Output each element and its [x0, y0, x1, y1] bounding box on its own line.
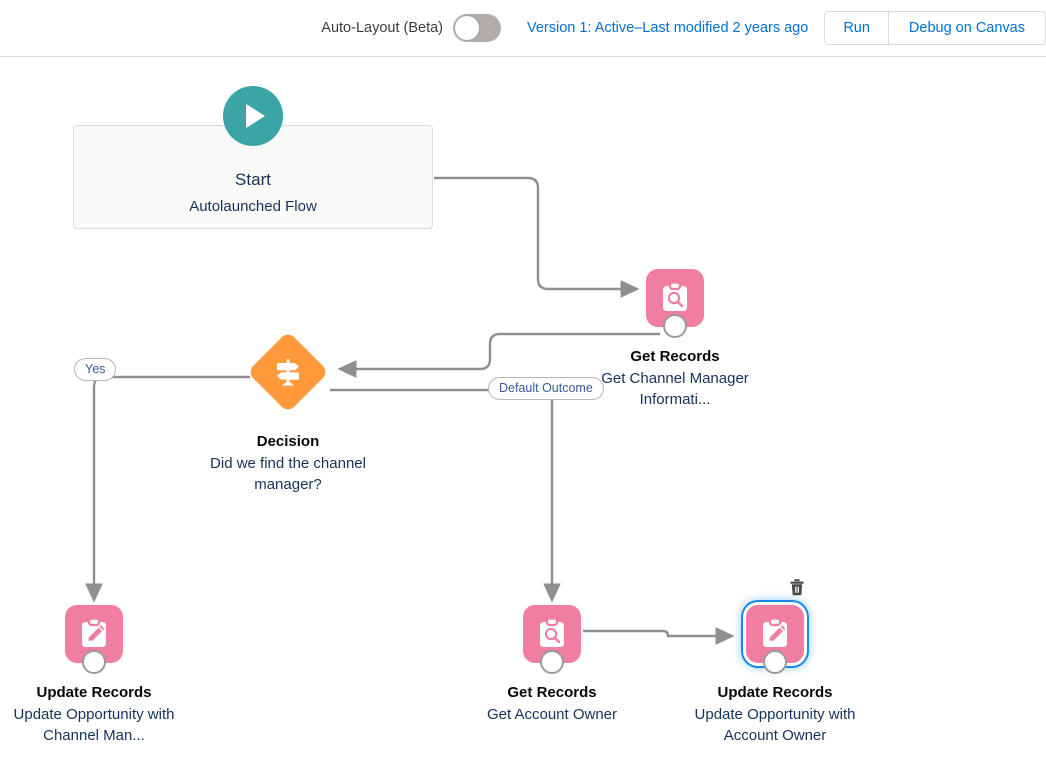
node-icon-wrap — [246, 330, 330, 414]
debug-on-canvas-button[interactable]: Debug on Canvas — [887, 11, 1046, 45]
connector-get-account-owner-to-update-account-owner[interactable] — [583, 627, 735, 645]
node-title: Decision — [256, 433, 320, 450]
autolayout-label: Auto-Layout (Beta) — [321, 20, 443, 36]
start-node-title: Start — [235, 170, 271, 189]
node-title: Update Records — [717, 684, 833, 701]
node-icon-wrap — [523, 605, 581, 674]
clipboard-search-glyph — [663, 281, 687, 311]
node-icon-wrap — [646, 269, 704, 338]
connector-get-channel-manager-to-decision[interactable] — [337, 332, 660, 378]
node-icon-wrap — [65, 605, 123, 674]
version-status-link[interactable]: Version 1: Active–Last modified 2 years … — [527, 20, 809, 36]
clipboard-pencil-glyph — [82, 617, 106, 647]
connector-start-to-get-channel-manager[interactable] — [434, 176, 640, 298]
node-title: Get Records — [630, 348, 720, 365]
trash-icon[interactable] — [788, 577, 806, 597]
connector-label-yes[interactable]: Yes — [74, 358, 117, 381]
play-icon — [223, 86, 283, 146]
connector-dot[interactable] — [663, 314, 687, 338]
flow-canvas[interactable]: Yes Default Outcome Start Autolaunched F… — [0, 57, 1046, 768]
node-subtitle: Update Opportunity with Channel Man... — [13, 706, 175, 744]
clipboard-search-glyph — [540, 617, 564, 647]
flow-toolbar: Auto-Layout (Beta) Version 1: Active–Las… — [0, 0, 1046, 57]
node-title: Update Records — [36, 684, 152, 701]
toggle-knob — [455, 16, 479, 40]
node-title: Get Records — [507, 684, 597, 701]
node-icon-wrap — [746, 579, 804, 674]
connector-label-default-outcome[interactable]: Default Outcome — [488, 377, 604, 400]
clipboard-pencil-glyph — [763, 617, 787, 647]
connector-dot[interactable] — [540, 650, 564, 674]
play-triangle — [246, 104, 265, 128]
connector-dot[interactable] — [763, 650, 787, 674]
autolayout-toggle[interactable] — [453, 14, 501, 42]
node-subtitle: Did we find the channel manager? — [210, 455, 366, 493]
connector-dot[interactable] — [82, 650, 106, 674]
node-decision-channel-manager[interactable]: Decision Did we find the channel manager… — [188, 330, 388, 495]
start-node[interactable]: Start Autolaunched Flow — [73, 86, 433, 229]
node-update-records-channel-manager[interactable]: Update Records Update Opportunity with C… — [0, 605, 194, 746]
node-update-records-account-owner[interactable]: Update Records Update Opportunity with A… — [675, 579, 875, 746]
node-get-records-channel-manager[interactable]: Get Records Get Channel Manager Informat… — [575, 269, 775, 410]
run-button[interactable]: Run — [824, 11, 888, 45]
start-node-subtitle: Autolaunched Flow — [189, 198, 317, 215]
autolayout-control: Auto-Layout (Beta) — [321, 14, 501, 42]
node-subtitle: Get Account Owner — [486, 706, 618, 724]
get-records-icon[interactable] — [646, 269, 704, 327]
node-subtitle: Update Opportunity with Account Owner — [694, 706, 856, 744]
decision-signpost-glyph — [259, 343, 317, 401]
node-get-records-account-owner[interactable]: Get Records Get Account Owner — [452, 605, 652, 726]
node-subtitle: Get Channel Manager Informati... — [601, 370, 749, 408]
